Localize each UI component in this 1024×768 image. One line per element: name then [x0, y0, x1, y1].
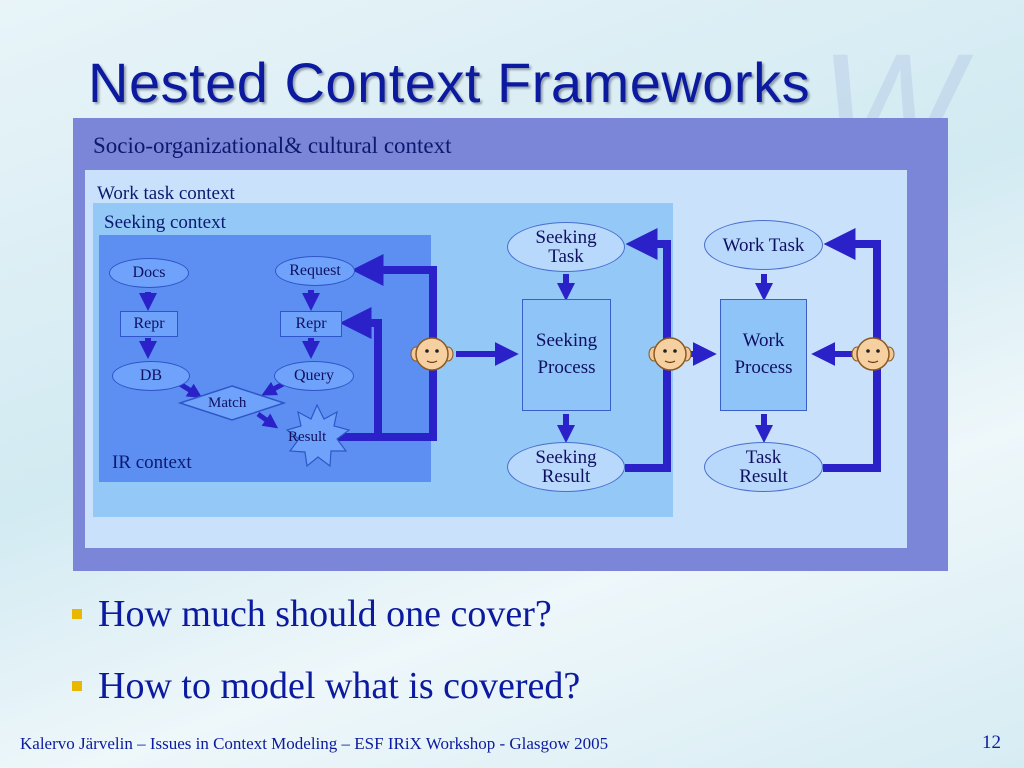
- query-node: Query: [274, 361, 354, 391]
- person-face-icon: [851, 337, 895, 371]
- person-face-icon: [410, 337, 454, 371]
- match-node-label: Match: [208, 395, 247, 411]
- page-number: 12: [982, 732, 1001, 753]
- ir-context-label: IR context: [112, 452, 192, 473]
- ir-internal-arrows: [139, 290, 320, 429]
- request-node: Request: [275, 256, 355, 286]
- work-task-context-label: Work task context: [97, 183, 235, 204]
- bullet-item: How much should one cover?: [70, 588, 580, 660]
- match-diamond-shape: [177, 385, 287, 421]
- socio-cultural-context-label: Socio-organizational& cultural context: [93, 133, 452, 158]
- bullet-list: How much should one cover? How to model …: [70, 588, 580, 732]
- db-node: DB: [112, 361, 190, 391]
- docs-node: Docs: [109, 258, 189, 288]
- arrow-match-result: [256, 411, 279, 429]
- bullet-item: How to model what is covered?: [70, 660, 580, 732]
- arrow-result-repr: [338, 307, 382, 441]
- bullet-text: How to model what is covered?: [98, 665, 581, 707]
- arrow-db-match: [178, 381, 203, 398]
- arrow-query-match: [261, 381, 285, 396]
- person-face-icon: [648, 337, 692, 371]
- seeking-context-label: Seeking context: [104, 212, 226, 233]
- result-node-label: Result: [288, 429, 327, 445]
- bullet-text: How much should one cover?: [98, 593, 552, 635]
- slide-title: Nested Context Frameworks: [88, 51, 811, 114]
- slide-footer: Kalervo Järvelin – Issues in Context Mod…: [20, 734, 609, 753]
- result-starburst-shape: [285, 403, 351, 468]
- repr-left-node: Repr: [120, 311, 178, 337]
- square-bullet-icon: [72, 609, 82, 619]
- repr-right-node: Repr: [280, 311, 342, 337]
- work-task-node: Work Task: [704, 220, 823, 270]
- square-bullet-icon: [72, 681, 82, 691]
